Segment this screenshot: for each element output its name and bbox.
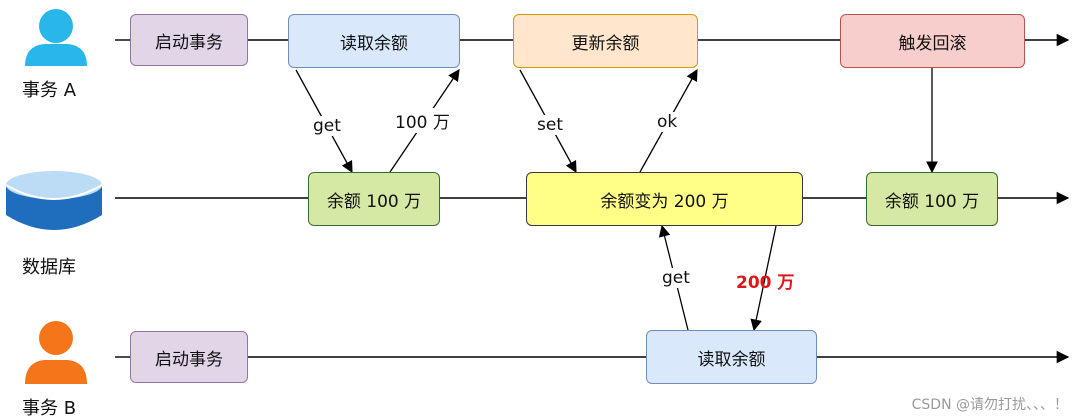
watermark: CSDN @请勿打扰、、、！ xyxy=(911,397,1068,413)
box-a-update: 更新余额 xyxy=(513,14,698,68)
box-b-read: 读取余额 xyxy=(646,330,817,384)
box-b-start: 启动事务 xyxy=(130,331,248,383)
label-return-200: 200 万 xyxy=(736,273,795,293)
actor-label-db: 数据库 xyxy=(22,257,76,278)
database-icon xyxy=(5,171,103,230)
user-icon-a xyxy=(25,9,87,66)
label-get-a: get xyxy=(311,116,343,136)
user-icon-b xyxy=(25,321,87,384)
label-set: set xyxy=(535,115,565,135)
box-a-rollback: 触发回滚 xyxy=(840,14,1025,68)
box-a-start: 启动事务 xyxy=(130,14,248,66)
label-get-b: get xyxy=(660,268,692,288)
box-db-balance-100-last: 余额 100 万 xyxy=(866,172,998,226)
actor-label-b: 事务 B xyxy=(22,398,77,419)
box-a-read: 读取余额 xyxy=(288,14,460,68)
label-return-100: 100 万 xyxy=(393,108,452,133)
box-db-balance-100-first: 余额 100 万 xyxy=(308,172,440,226)
box-db-balance-200: 余额变为 200 万 xyxy=(526,172,803,226)
label-ok: ok xyxy=(655,112,680,132)
arrow-return-200 xyxy=(750,225,777,332)
actor-label-a: 事务 A xyxy=(22,80,77,101)
